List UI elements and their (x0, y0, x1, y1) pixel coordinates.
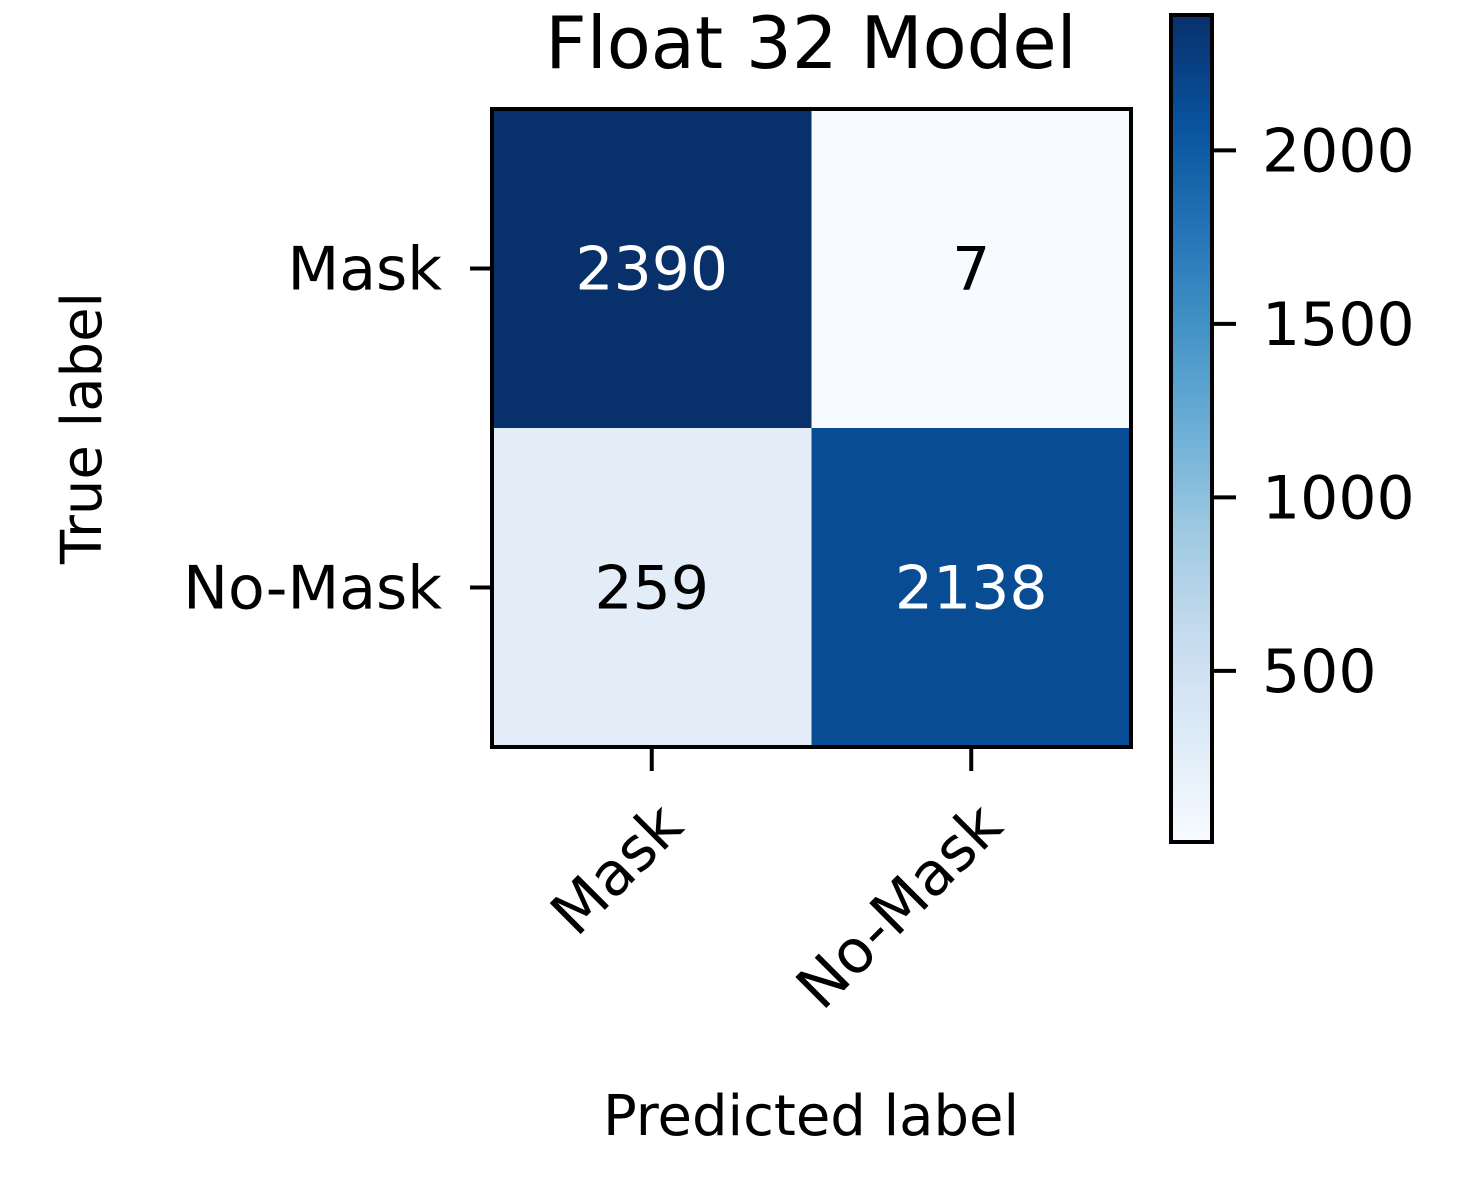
cell-value-label: 2138 (895, 554, 1048, 624)
cell-value-label: 259 (594, 554, 709, 624)
heatmap-cells (492, 109, 1131, 747)
heatmap-cell (492, 109, 812, 428)
cell-value-label: 2390 (575, 235, 728, 305)
y-axis-label: True label (50, 292, 115, 565)
y-tick-label: No-Mask (183, 554, 442, 624)
heatmap-cell (492, 428, 812, 747)
chart-title: Float 32 Model (545, 1, 1076, 85)
x-tick-label: Mask (538, 790, 697, 949)
colorbar (1169, 13, 1214, 844)
colorbar-tick-label: 1500 (1262, 290, 1415, 360)
cell-value-label: 7 (952, 235, 990, 305)
x-axis-ticks: Mask No-Mask (538, 747, 1016, 1023)
y-tick-label: Mask (287, 235, 442, 305)
colorbar-tick-label: 1000 (1262, 463, 1415, 533)
heatmap-cell (811, 109, 1131, 428)
heatmap-cell (811, 428, 1131, 747)
colorbar-tick-label: 500 (1262, 637, 1377, 707)
x-tick-label: No-Mask (783, 790, 1016, 1023)
colorbar-ticks: 500 1000 1500 2000 (1212, 116, 1415, 707)
plot-frame (490, 107, 1133, 749)
x-axis-label: Predicted label (603, 1084, 1019, 1149)
colorbar-tick-label: 2000 (1262, 116, 1415, 186)
heatmap-cell-labels: 2390 7 259 2138 (575, 235, 1047, 624)
